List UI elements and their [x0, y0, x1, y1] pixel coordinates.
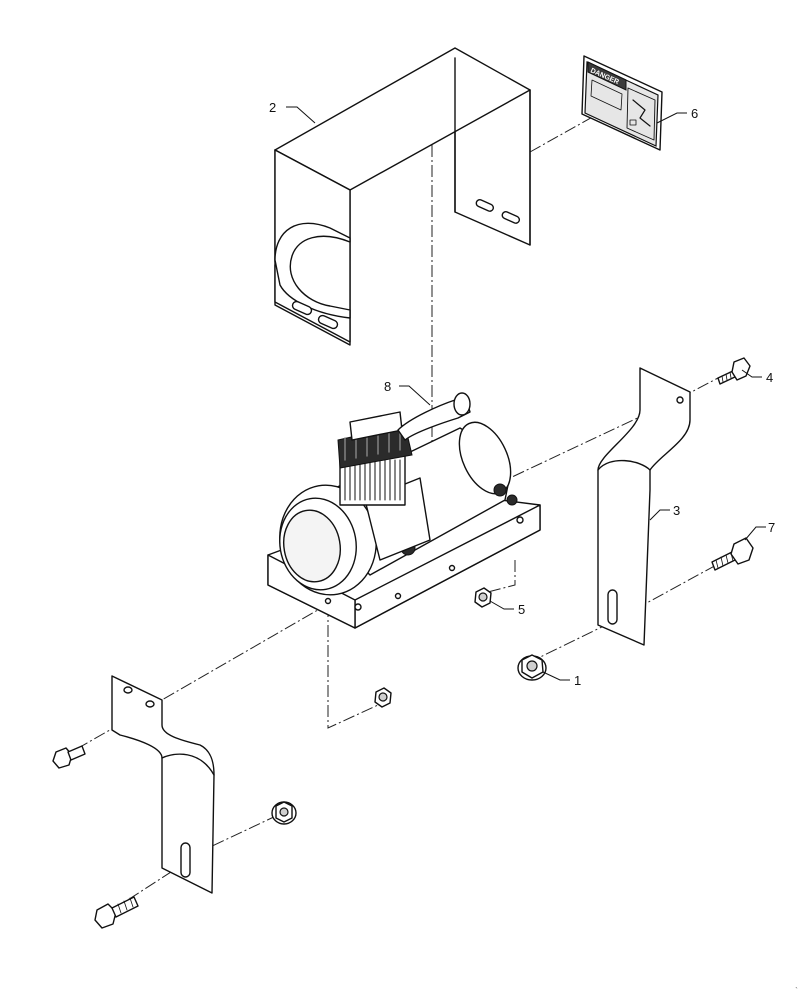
- callout-6: 6: [691, 106, 698, 121]
- callout-labels: 1 2 3 4 5 6 7 8: [269, 100, 775, 688]
- callout-leaders: [286, 106, 766, 681]
- callout-1: 1: [574, 673, 581, 688]
- callout-7: 7: [768, 520, 775, 535]
- cylinder-head: [337, 411, 413, 506]
- right-bracket: [597, 367, 691, 646]
- callout-2: 2: [269, 100, 276, 115]
- callout-5: 5: [518, 602, 525, 617]
- danger-decal: DANGER: [581, 55, 663, 151]
- flange-nut: [517, 654, 547, 681]
- hex-bolt-upper-right: [717, 357, 751, 385]
- callout-8: 8: [384, 379, 391, 394]
- shroud-cover: [274, 47, 531, 346]
- hex-nut-lower: [374, 687, 392, 708]
- flange-nut-left: [271, 801, 297, 825]
- page-mark: `: [795, 986, 798, 996]
- callout-4: 4: [766, 370, 773, 385]
- callout-3: 3: [673, 503, 680, 518]
- hex-bolt-right: [711, 537, 754, 571]
- left-bracket: [111, 675, 215, 894]
- hex-nut-small: [474, 587, 492, 608]
- hex-bolt-left-lower: [94, 896, 139, 929]
- compressor-assembly: [267, 392, 541, 629]
- hex-bolt-left-upper: [52, 745, 86, 769]
